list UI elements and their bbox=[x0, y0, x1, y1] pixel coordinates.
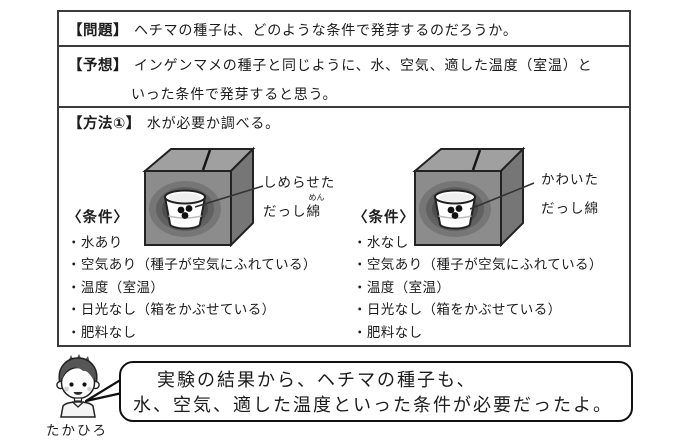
boy-avatar-icon bbox=[56, 354, 100, 418]
furigana: めん bbox=[308, 193, 325, 202]
conditions-right-header: 〈条件〉 bbox=[353, 210, 415, 226]
method-label: 【方法①】 bbox=[68, 116, 141, 132]
conditions-left: 〈条件〉 ・水あり ・空気あり（種子が空気にふれている） ・温度（室温） ・日光… bbox=[67, 206, 357, 344]
pointer-line-right bbox=[470, 182, 535, 210]
condition-item: ・空気あり（種子が空気にふれている） bbox=[353, 257, 603, 274]
cardboard-box-wet-icon bbox=[142, 146, 256, 247]
dry-cotton-label-line1: かわいた bbox=[541, 172, 599, 188]
problem-section: 【問題】ヘチマの種子は、どのような条件で発芽するのだろうか。 bbox=[68, 19, 518, 40]
wet-cotton-label-line2: だっしめん綿 bbox=[263, 193, 325, 221]
condition-item: ・水あり bbox=[67, 235, 123, 251]
conditions-right-list: ・水なし ・空気あり（種子が空気にふれている） ・温度（室温） ・日光なし（箱を… bbox=[353, 232, 643, 344]
dry-cotton-label-line2: だっし綿 bbox=[541, 201, 599, 217]
prediction-text-line1: インゲンマメの種子と同じように、水、空気、適した温度（室温）と bbox=[134, 58, 593, 74]
condition-item: ・温度（室温） bbox=[353, 279, 451, 296]
section-divider bbox=[59, 106, 629, 108]
conditions-left-header: 〈条件〉 bbox=[67, 210, 129, 226]
wet-cotton-label: しめらせた だっしめん綿 bbox=[263, 173, 335, 223]
section-divider bbox=[59, 45, 629, 47]
character-name: たかひろ bbox=[46, 423, 108, 439]
condition-item: ・温度（室温） bbox=[67, 279, 165, 296]
condition-item: ・肥料なし bbox=[353, 324, 423, 341]
problem-text: ヘチマの種子は、どのような条件で発芽するのだろうか。 bbox=[134, 23, 518, 39]
condition-item: ・水なし bbox=[353, 235, 409, 251]
condition-item: ・空気あり（種子が空気にふれている） bbox=[67, 257, 317, 274]
cardboard-box-dry-icon bbox=[412, 146, 526, 247]
experiment-panel: 【問題】ヘチマの種子は、どのような条件で発芽するのだろうか。 【予想】インゲンマ… bbox=[57, 10, 631, 347]
condition-item: ・日光なし（箱をかぶせている） bbox=[67, 302, 276, 319]
condition-item: ・肥料なし bbox=[67, 324, 137, 341]
dry-cotton-label: かわいた だっし綿 bbox=[541, 170, 599, 220]
prediction-text-line2: いった条件で発芽すると思う。 bbox=[131, 87, 338, 103]
pointer-line-left bbox=[195, 185, 264, 208]
method-section-heading: 【方法①】水が必要か調べる。 bbox=[68, 112, 280, 133]
method-text: 水が必要か調べる。 bbox=[146, 116, 280, 132]
problem-label: 【問題】 bbox=[68, 23, 128, 39]
speech-bubble: 実験の結果から、ヘチマの種子も、 水、空気、適した温度といった条件が必要だったよ… bbox=[119, 361, 633, 422]
conditions-right: 〈条件〉 ・水なし ・空気あり（種子が空気にふれている） ・温度（室温） ・日光… bbox=[353, 206, 643, 344]
wet-cotton-label-line1: しめらせた bbox=[263, 175, 336, 191]
speech-line1: 実験の結果から、ヘチマの種子も、 bbox=[157, 370, 477, 391]
prediction-label: 【予想】 bbox=[68, 58, 128, 74]
condition-item: ・日光なし（箱をかぶせている） bbox=[353, 302, 562, 319]
conditions-left-list: ・水あり ・空気あり（種子が空気にふれている） ・温度（室温） ・日光なし（箱を… bbox=[67, 232, 357, 344]
prediction-section-line1: 【予想】インゲンマメの種子と同じように、水、空気、適した温度（室温）と bbox=[68, 54, 592, 75]
speech-line2: 水、空気、適した温度といった条件が必要だったよ。 bbox=[133, 395, 613, 416]
speech-bubble-tail bbox=[85, 378, 123, 403]
